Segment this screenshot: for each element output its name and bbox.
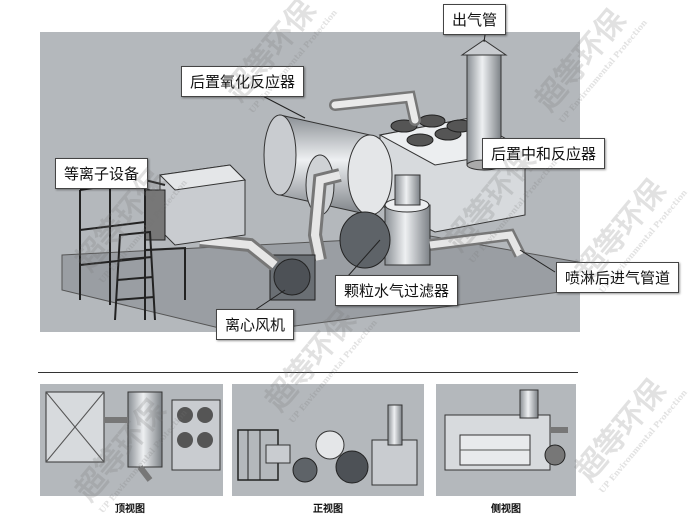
label-neutralization-reactor: 后置中和反应器 xyxy=(482,138,606,169)
side-view-drawing xyxy=(444,389,568,471)
label-particle-filter: 颗粒水气过滤器 xyxy=(335,275,459,306)
caption-side-view: 侧视图 xyxy=(491,504,521,515)
fan-unit xyxy=(199,233,316,301)
caption-top-view: 顶视图 xyxy=(115,504,145,515)
label-centrifugal-fan: 离心风机 xyxy=(216,309,295,340)
top-view-drawing xyxy=(45,391,221,482)
particle-filter xyxy=(384,174,431,266)
label-exhaust-pipe: 出气管 xyxy=(443,4,507,35)
plasma-unit xyxy=(144,164,247,246)
label-oxidation-reactor: 后置氧化反应器 xyxy=(181,66,305,97)
oxidation-reactor xyxy=(263,114,393,216)
filter-tank-face xyxy=(339,211,391,269)
label-plasma-equipment: 等离子设备 xyxy=(55,158,149,189)
scaffold xyxy=(79,178,186,321)
section-divider xyxy=(38,372,578,373)
caption-front-view: 正视图 xyxy=(313,504,343,515)
label-spray-duct: 喷淋后进气管道 xyxy=(556,262,680,293)
front-view-drawing xyxy=(237,404,418,486)
